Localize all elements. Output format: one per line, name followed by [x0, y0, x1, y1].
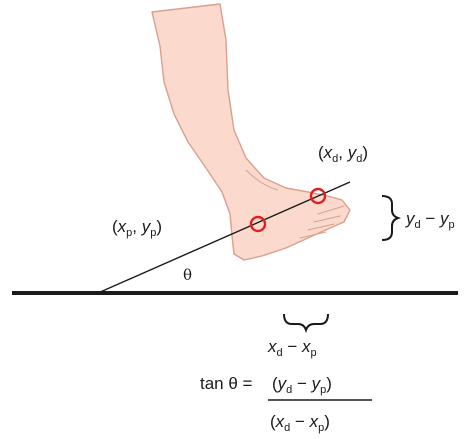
rise-label: yd − yp — [405, 209, 455, 231]
point-p-label: (xp, yp) — [112, 217, 162, 239]
slope-line — [97, 181, 351, 294]
marker-d-circle — [309, 187, 327, 205]
marker-p-circle — [249, 215, 267, 233]
run-brace — [283, 313, 329, 334]
formula-denominator: (xd − xp) — [270, 412, 330, 434]
foot-illustration — [151, 3, 351, 261]
formula-numerator: (yd − yp) — [272, 374, 332, 396]
point-d-label: (xd, yd) — [318, 143, 368, 165]
ankle-line — [245, 169, 279, 191]
rise-brace — [381, 195, 402, 241]
formula-lhs: tan θ = — [200, 374, 253, 393]
toe-lines — [299, 205, 345, 239]
leg-and-foot-shape — [151, 3, 351, 261]
run-label: xd − xp — [267, 337, 317, 359]
theta-label: θ — [183, 266, 192, 284]
